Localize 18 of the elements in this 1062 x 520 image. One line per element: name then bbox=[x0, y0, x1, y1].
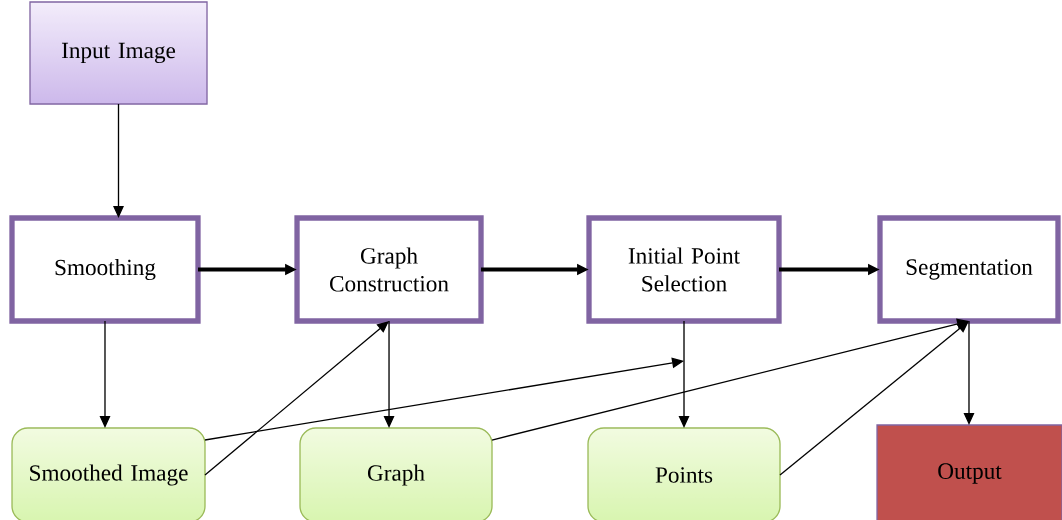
data-box: Points bbox=[587, 427, 781, 520]
process-box: Initial Point Selection bbox=[586, 215, 782, 324]
data-box: Smoothed Image bbox=[11, 427, 206, 520]
output-box: Output bbox=[876, 424, 1062, 520]
process-box: Segmentation bbox=[877, 215, 1061, 324]
arrow bbox=[963, 320, 975, 425]
process-box: Smoothing bbox=[9, 215, 201, 324]
arrow bbox=[678, 320, 690, 428]
arrow bbox=[204, 321, 389, 476]
arrow bbox=[113, 103, 124, 218]
arrow bbox=[383, 320, 395, 428]
input-box: Input Image bbox=[29, 1, 208, 105]
arrow bbox=[204, 357, 684, 441]
data-box: Graph bbox=[299, 427, 493, 520]
process-box: Graph Construction bbox=[294, 215, 484, 324]
arrow bbox=[99, 320, 111, 428]
arrow bbox=[779, 321, 969, 476]
arrow bbox=[491, 318, 969, 441]
